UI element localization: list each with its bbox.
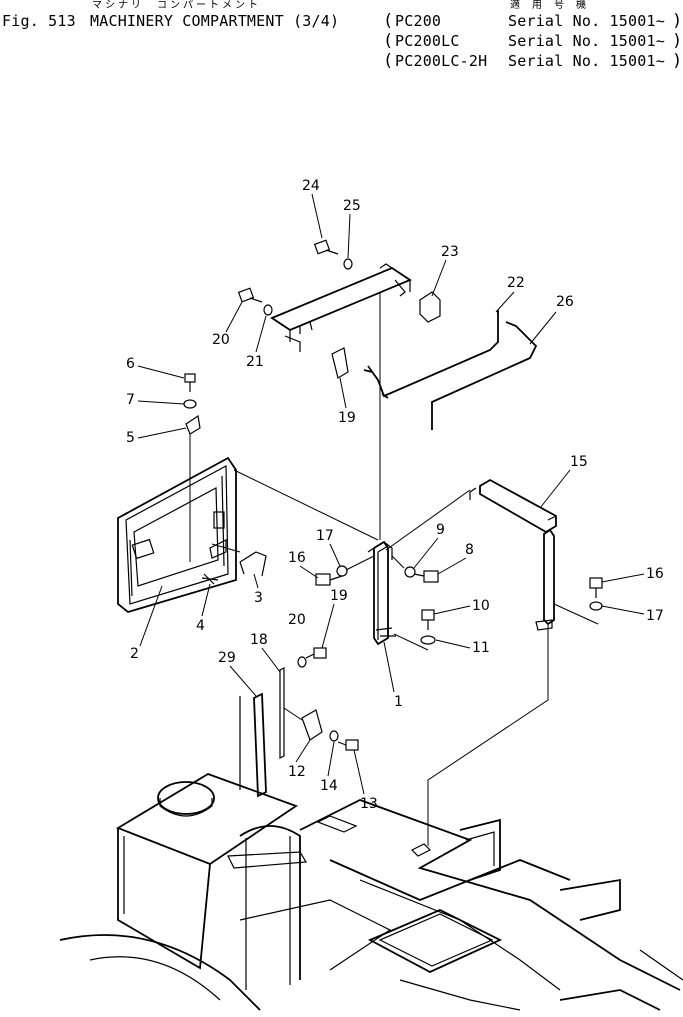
model-serial: Serial No. 15001∼	[508, 12, 665, 30]
bracket-25-shape	[419, 291, 441, 323]
bolt-19-shape	[305, 647, 327, 659]
door-panel-2-shape	[117, 456, 237, 613]
pin-4-shape	[201, 573, 219, 585]
washer-11-shape	[420, 635, 436, 645]
bracket-open-1: (	[383, 11, 394, 31]
callout-8: 8	[465, 542, 474, 558]
bar-29-shape	[253, 692, 267, 798]
bolt-22-shape	[237, 287, 263, 303]
plate-18-shape	[279, 667, 285, 759]
callout-29: 29	[218, 650, 236, 666]
callout-25: 23	[441, 244, 459, 260]
stay-1-shape	[367, 540, 396, 646]
model-serial: Serial No. 15001∼	[508, 52, 665, 70]
bracket-open-2: (	[383, 31, 394, 51]
washer-14-shape	[329, 730, 339, 742]
washer-17-shape	[336, 565, 348, 577]
callout-6: 6	[126, 356, 135, 372]
callout-1: 1	[394, 694, 403, 710]
callout-13: 13	[360, 796, 378, 812]
bracket-21-shape	[331, 347, 349, 379]
callout-21: 19	[338, 410, 356, 426]
callout-16-right: 16	[646, 566, 664, 582]
washer-23-shape	[263, 304, 273, 316]
bracket-close-3: )	[672, 51, 683, 71]
washer-27-shape	[343, 258, 353, 270]
applicability-label: 適 用 号 機	[510, 0, 590, 11]
washer-7-shape	[183, 399, 197, 409]
bolt-16-right-shape	[589, 577, 603, 598]
washer-20-shape	[297, 656, 307, 668]
bracket-close-1: )	[672, 11, 683, 31]
bracket-close-2: )	[672, 31, 683, 51]
bolt-10-shape	[421, 609, 435, 630]
model-serial: Serial No. 15001∼	[508, 32, 665, 50]
callout-14: 14	[320, 778, 338, 794]
bolt-16-shape	[315, 573, 343, 586]
page-title: MACHINERY COMPARTMENT (3/4)	[90, 12, 340, 30]
bracket-open-3: (	[383, 51, 394, 71]
callout-18: 18	[250, 632, 268, 648]
rod-24-shape	[367, 310, 499, 398]
bracket-5-shape	[185, 414, 201, 435]
rod-28-shape	[431, 321, 538, 430]
support-15-shape	[469, 478, 557, 631]
callout-3: 3	[254, 590, 263, 606]
callout-15: 15	[570, 454, 588, 470]
bolt-6-shape	[184, 373, 196, 392]
callout-7: 7	[126, 392, 135, 408]
callout-20: 20	[288, 612, 306, 628]
washer-17-right-shape	[589, 601, 603, 611]
bolt-8-shape	[413, 570, 439, 583]
tank-and-frame-shape	[59, 773, 683, 1011]
callout-11: 11	[472, 640, 490, 656]
callout-5: 5	[126, 430, 135, 446]
callout-24: 22	[507, 275, 525, 291]
callout-2: 2	[130, 646, 139, 662]
callout-22: 20	[212, 332, 230, 348]
upper-bracket	[270, 263, 412, 352]
callout-27: 25	[343, 198, 361, 214]
bracket-12-shape	[301, 709, 323, 741]
callout-16: 16	[288, 550, 306, 566]
bolt-13-shape	[337, 739, 359, 751]
callouts: 24 25 23 22 26 20 21 19 6 7 5 15 17 9 8 …	[126, 178, 664, 812]
callout-9: 9	[436, 522, 445, 538]
callout-10: 10	[472, 598, 490, 614]
callout-28: 26	[556, 294, 574, 310]
bolt-26-shape	[313, 239, 339, 255]
callout-23: 21	[246, 354, 264, 370]
washer-9-shape	[404, 566, 416, 578]
callout-4: 4	[196, 618, 205, 634]
callout-17: 17	[316, 528, 334, 544]
model-name: PC200LC-2H	[395, 52, 488, 70]
callout-17-right: 17	[646, 608, 664, 624]
fig-label: Fig. 513	[2, 12, 76, 30]
callout-12: 12	[288, 764, 306, 780]
model-name: PC200	[395, 12, 442, 30]
callout-26: 24	[302, 178, 320, 194]
clip-3-shape	[239, 551, 267, 577]
kana-title: マシナリ コンパートメント	[92, 0, 261, 11]
model-name: PC200LC	[395, 32, 460, 50]
callout-19: 19	[330, 588, 348, 604]
